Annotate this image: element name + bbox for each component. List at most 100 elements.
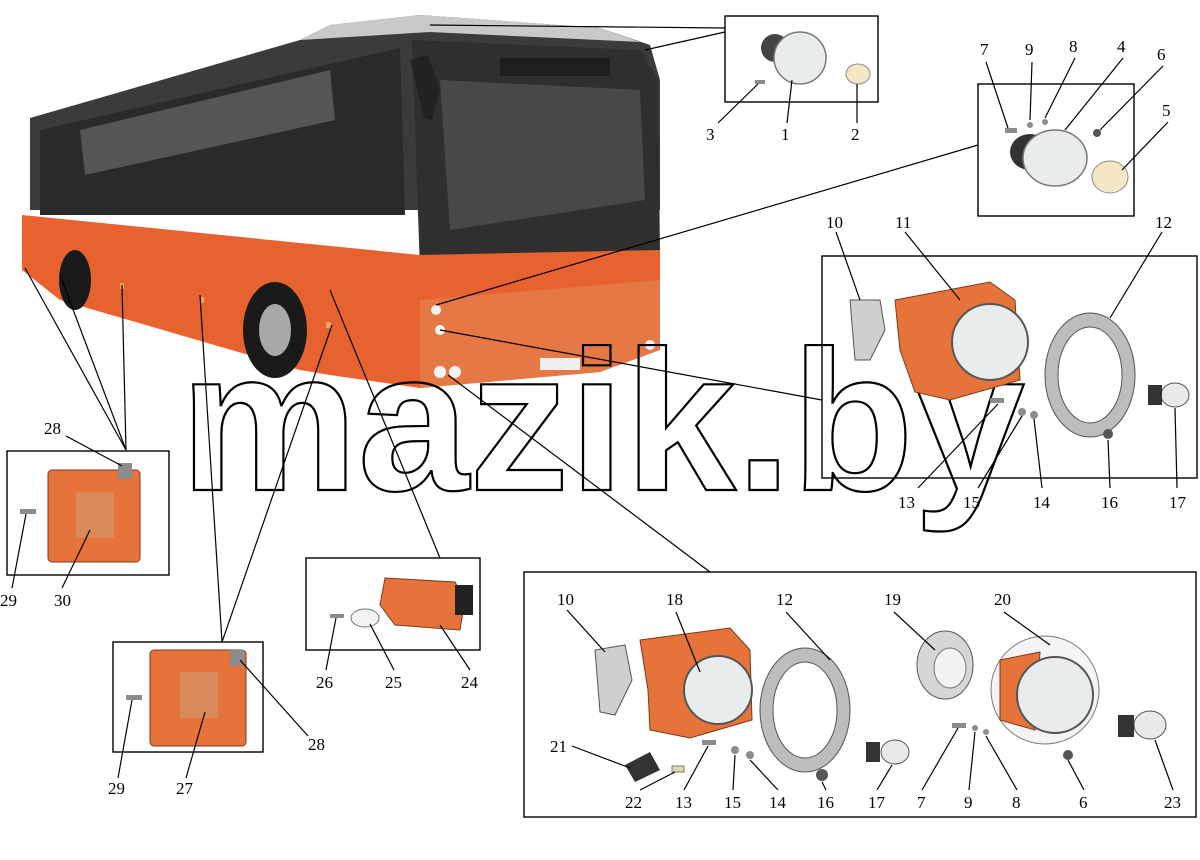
label-19: 19 [884,590,901,609]
bulb-17-base [1148,385,1162,405]
box-headlamp-lower [523,571,1197,818]
marker-lamp-washer-a [1027,122,1033,128]
lead-18 [675,611,701,673]
lead-19 [893,611,936,651]
lead-12 [1109,231,1163,319]
label-2: 2 [851,125,860,144]
lead-b14 [749,759,779,791]
leader-box-30a [24,267,127,451]
box-24-frame [305,557,481,651]
label-30: 30 [54,591,71,610]
bus-rear-wheel [59,250,91,310]
box-headlamp-lower-frame [523,571,1197,818]
nut-16 [1103,429,1113,439]
label-5: 5 [1162,101,1171,120]
label-16: 16 [1101,493,1118,512]
label-b13: 13 [675,793,692,812]
nut-6-b [1063,750,1073,760]
lead-11 [904,231,961,301]
box-side-repeater-24 [305,557,481,671]
bus-fog-lamp-far [645,340,655,350]
lead-29a [11,513,27,589]
leader-box-27a [199,294,223,643]
screw-29-b [126,695,142,700]
label-b9: 9 [964,793,973,812]
lead-28b [239,659,309,737]
headlamp-lens-18 [683,655,753,725]
lead-30 [61,529,91,589]
marker-lamp-bulb [1091,160,1129,194]
leader-box-30c [121,284,127,451]
part-number-labels: 1 2 3 7 9 8 4 6 5 10 11 12 13 15 14 16 1… [0,37,1187,812]
lead-25 [369,623,395,671]
roof-lamp-screw [755,80,765,84]
label-b10: 10 [557,590,574,609]
bus-window-reflection [80,70,335,175]
reflector-19-inner [933,647,967,689]
lead-b17 [876,764,893,791]
headlamp-lens-11 [951,303,1029,381]
connector-10-b [594,644,633,716]
label-27: 27 [176,779,194,798]
washer-8-b [983,729,989,735]
leader-roof-b [644,31,726,51]
lead-5 [1121,121,1169,171]
watermark: mazik.by [180,310,1025,533]
label-b7: 7 [917,793,926,812]
label-7: 7 [980,40,989,59]
label-9: 9 [1025,40,1034,59]
lead-b9 [968,731,976,791]
label-26: 26 [316,673,333,692]
lead-15 [977,415,1023,489]
label-10: 10 [826,213,843,232]
label-12: 12 [1155,213,1172,232]
box-marker-frame [977,83,1135,217]
marker-lamp-nut [1093,129,1101,137]
lead-17 [1174,407,1178,489]
leader-box-30b [59,274,127,451]
label-29a: 29 [0,591,17,610]
screw-13-b [702,740,716,745]
box-side-marker-27 [112,641,309,779]
label-18: 18 [666,590,683,609]
label-1: 1 [781,125,790,144]
label-13: 13 [898,493,915,512]
label-b14: 14 [769,793,787,812]
lead-14 [1033,418,1043,489]
lead-4 [1064,57,1124,131]
label-3: 3 [706,125,715,144]
lead-7 [985,61,1009,129]
leader-box-11 [439,329,823,401]
label-b6: 6 [1079,793,1088,812]
lead-b6 [1067,759,1085,791]
label-29b: 29 [108,779,125,798]
bus-illustration [22,15,660,388]
box-30-frame [6,450,170,576]
lead-b16 [821,781,827,791]
gasket-12-hole [1057,326,1123,424]
lamp-20-lens [1016,656,1094,734]
washer-14-b [746,751,754,759]
bulb-17 [1160,382,1190,408]
lead-22 [639,771,676,791]
bulb-23 [1133,710,1167,740]
screw-13 [990,398,1004,403]
leader-roof-a [429,24,726,29]
lead-b8 [985,735,1018,791]
label-20: 20 [994,590,1011,609]
label-17: 17 [1169,493,1187,512]
lead-27 [185,711,206,779]
lead-1 [786,79,793,124]
marker-lamp-screw [1005,128,1017,133]
screw-26 [330,614,344,618]
label-25: 25 [385,673,402,692]
label-15: 15 [963,493,980,512]
leader-box-27b [221,324,333,643]
label-b16: 16 [817,793,834,812]
bolt-28-b [230,650,244,666]
screw-29-a [20,509,36,514]
box-roof-marker-lamp [717,15,879,124]
lead-28a [65,435,123,467]
label-4: 4 [1117,37,1126,56]
